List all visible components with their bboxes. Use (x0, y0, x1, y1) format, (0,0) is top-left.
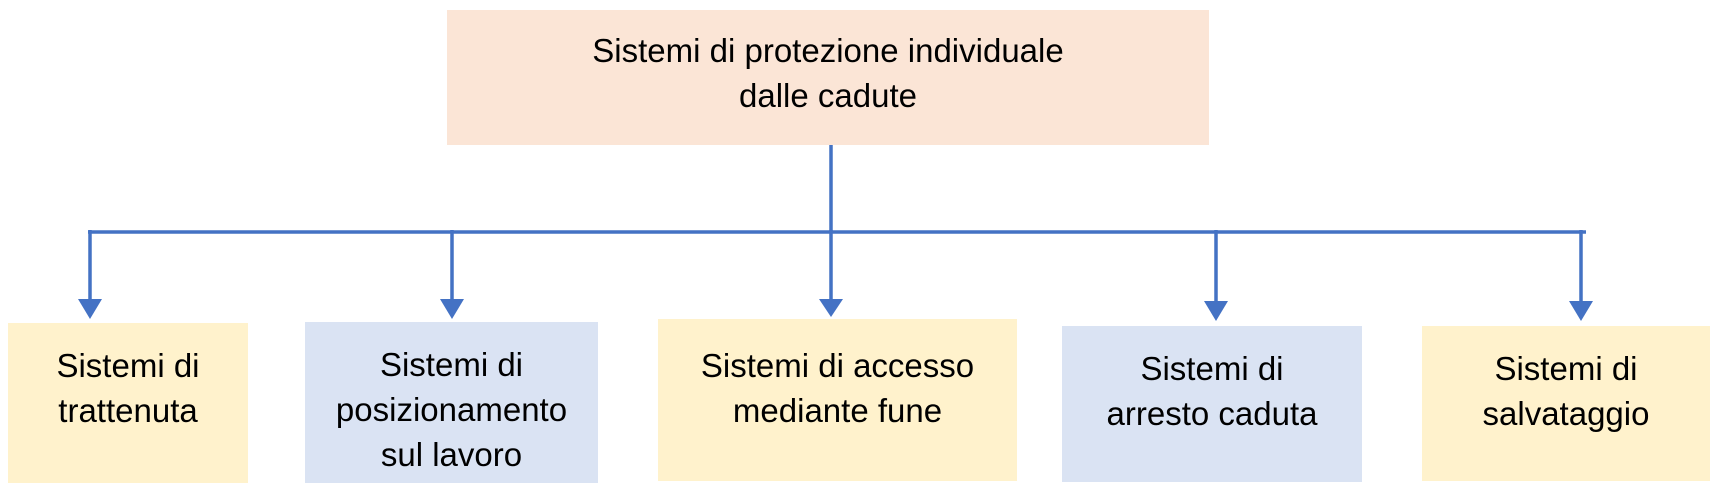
node-label-line: Sistemi di protezione individuale (592, 32, 1064, 69)
down-arrowhead-icon (1569, 301, 1593, 321)
node-posizionamento: Sistemi di posizionamento sul lavoro (305, 322, 598, 483)
down-arrowhead-icon (440, 299, 464, 319)
node-root: Sistemi di protezione individuale dalle … (447, 10, 1209, 145)
node-label-line: dalle cadute (739, 77, 917, 114)
down-arrowhead-icon (1204, 301, 1228, 321)
node-trattenuta: Sistemi di trattenuta (8, 323, 248, 483)
node-label-line: Sistemi di (1494, 350, 1638, 387)
node-label-line: salvataggio (1482, 395, 1650, 432)
node-salvataggio: Sistemi di salvataggio (1422, 326, 1710, 481)
node-arresto-caduta: Sistemi di arresto caduta (1062, 326, 1362, 482)
node-label-line: mediante fune (732, 392, 943, 429)
node-label-line: trattenuta (58, 392, 198, 429)
node-label-line: arresto caduta (1106, 395, 1318, 432)
node-label-line: Sistemi di (56, 347, 200, 384)
node-label-line: sul lavoro (380, 436, 523, 473)
node-label-line: Sistemi di (1140, 350, 1284, 387)
node-label-line: posizionamento (335, 391, 568, 428)
down-arrowhead-icon (78, 299, 102, 319)
node-accesso-fune: Sistemi di accesso mediante fune (658, 319, 1017, 481)
node-label-line: Sistemi di accesso (700, 347, 975, 384)
node-label-line: Sistemi di (379, 346, 524, 383)
down-arrowhead-icon (819, 299, 843, 317)
